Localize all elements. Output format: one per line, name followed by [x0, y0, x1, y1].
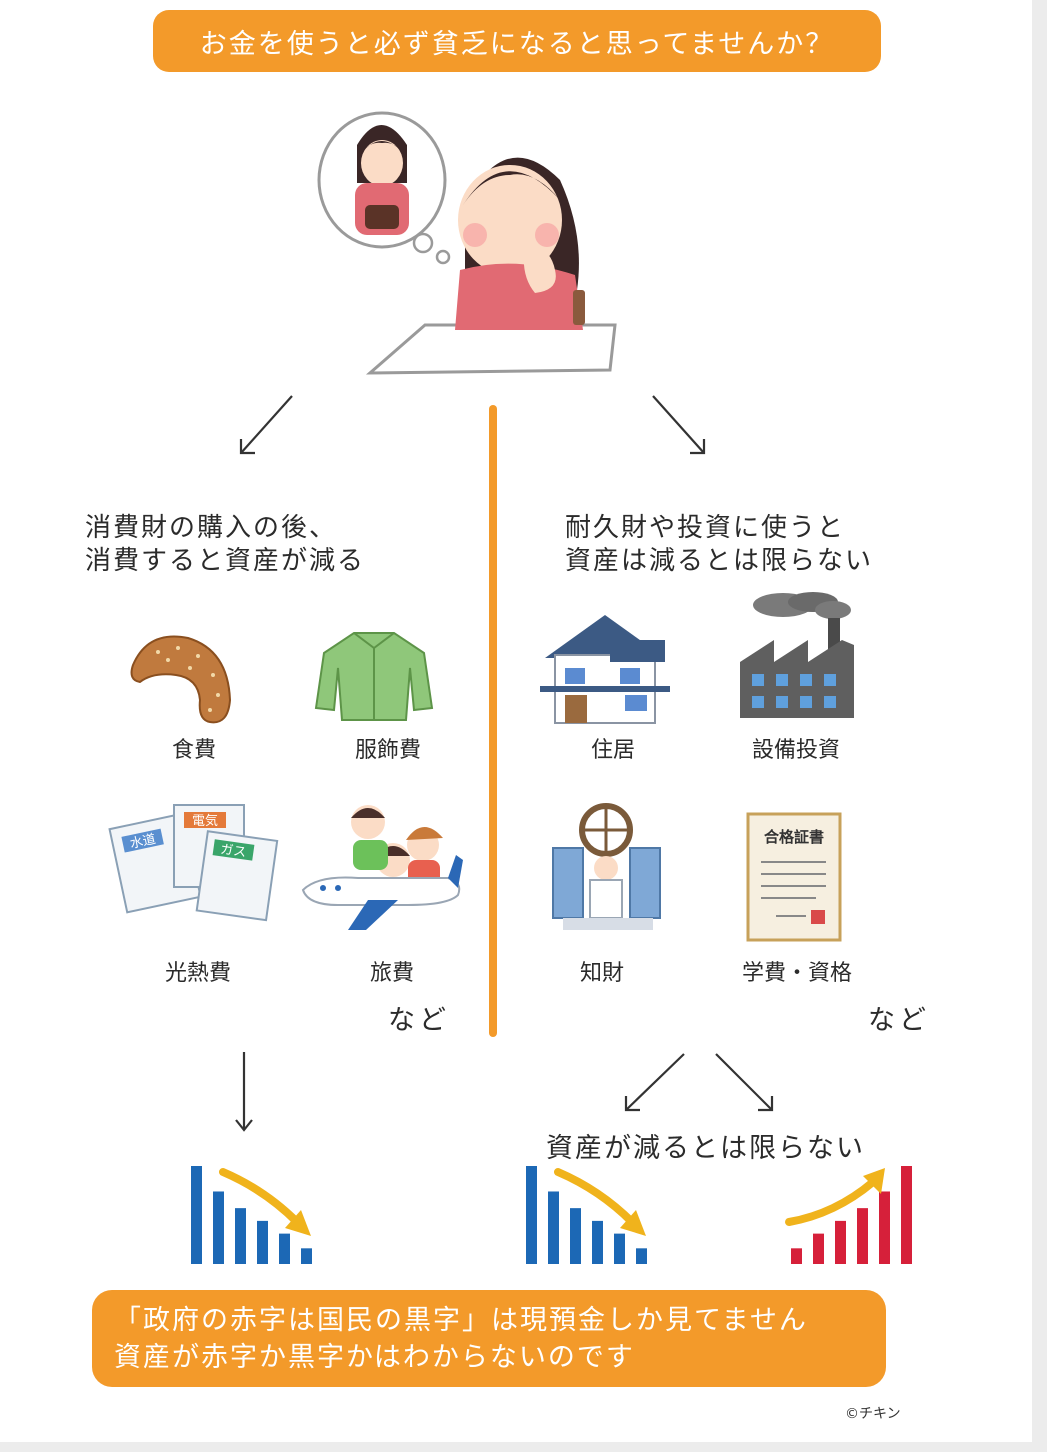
- chart-bar: [791, 1248, 802, 1264]
- shirt-icon: [314, 632, 434, 721]
- bill-label-water: 水道: [129, 832, 158, 852]
- chart-bar: [279, 1233, 290, 1264]
- chart-bar: [301, 1248, 312, 1264]
- trend-arrow-head: [620, 1210, 646, 1236]
- right-gutter: [1032, 0, 1047, 1452]
- factory-icon: [740, 592, 854, 718]
- chart-bar: [813, 1233, 824, 1264]
- item-label-food: 食費: [171, 738, 216, 763]
- utility-bills-icon: 水道 電気 ガス: [108, 804, 279, 922]
- right-heading: 耐久財や投資に使うと 資産は減るとは限らない: [565, 512, 873, 578]
- bottom-banner-line-1: 「政府の赤字は国民の黒字」は現預金しか見てません: [114, 1305, 808, 1336]
- chart-bar: [901, 1166, 912, 1264]
- item-label-utilities: 光熱費: [164, 961, 231, 986]
- certificate-title: 合格証書: [763, 828, 824, 846]
- left-heading: 消費財の購入の後、 消費すると資産が減る: [85, 512, 365, 578]
- item-label-housing: 住居: [590, 738, 635, 763]
- arrow-right-split-left: [624, 1053, 685, 1112]
- item-label-clothing: 服飾費: [354, 738, 421, 763]
- trend-arrow-head: [285, 1210, 311, 1236]
- bar-chart-increase: [785, 1166, 912, 1264]
- chart-bar: [636, 1248, 647, 1264]
- top-banner: お金を使うと必ず貧乏になると思ってませんか？: [153, 10, 881, 72]
- item-label-education: 学費・資格: [741, 961, 852, 986]
- copyright-text: ©チキン: [845, 1406, 901, 1422]
- ip-lab-icon: [552, 803, 661, 930]
- trend-arrow-line: [219, 1168, 301, 1226]
- chart-bar: [592, 1220, 603, 1264]
- chart-bar: [191, 1166, 202, 1264]
- chart-bar: [526, 1166, 537, 1264]
- top-banner-text: お金を使うと必ず貧乏になると思ってませんか？: [199, 28, 835, 60]
- thinking-woman-illustration: [317, 111, 617, 375]
- left-etc: など: [388, 1005, 450, 1036]
- chart-bar: [857, 1208, 868, 1264]
- trend-arrow-line: [785, 1178, 877, 1226]
- left-heading-line-1: 消費財の購入の後、: [85, 513, 338, 543]
- chart-bar: [835, 1220, 846, 1264]
- chart-bar: [570, 1208, 581, 1264]
- arrow-left-down: [235, 1052, 253, 1132]
- bar-chart-decrease-left: [191, 1166, 312, 1264]
- certificate-icon: 合格証書: [746, 812, 842, 942]
- right-etc: など: [868, 1005, 930, 1036]
- bill-label-electric: 電気: [192, 813, 218, 829]
- center-divider: [489, 405, 497, 1037]
- chart-bar: [257, 1220, 268, 1264]
- bill-label-gas: ガス: [219, 842, 247, 860]
- bottom-banner-line-2: 資産が赤字か黒字かはわからないのです: [114, 1342, 635, 1373]
- croissant-icon: [130, 635, 232, 724]
- trend-arrow-line: [554, 1168, 636, 1226]
- chart-bar: [879, 1191, 890, 1264]
- right-heading-line-2: 資産は減るとは限らない: [565, 546, 874, 576]
- item-label-travel: 旅費: [369, 961, 414, 986]
- item-label-capital-investment: 設備投資: [751, 738, 840, 763]
- chart-bar: [213, 1191, 224, 1264]
- left-heading-line-2: 消費すると資産が減る: [85, 546, 366, 576]
- chart-bar: [548, 1191, 559, 1264]
- arrow-left-branch: [239, 395, 293, 455]
- right-heading-line-1: 耐久財や投資に使うと: [565, 513, 846, 543]
- bottom-banner: 「政府の赤字は国民の黒字」は現預金しか見てません 資産が赤字か黒字かはわからない…: [92, 1290, 886, 1387]
- bar-chart-decrease-right: [526, 1166, 647, 1264]
- bottom-gutter: [0, 1442, 1047, 1452]
- item-label-ip: 知財: [579, 961, 624, 986]
- travel-airplane-icon: [301, 805, 463, 930]
- house-icon: [540, 615, 670, 724]
- arrow-right-branch: [652, 395, 706, 455]
- result-text: 資産が減るとは限らない: [546, 1133, 865, 1164]
- chart-bar: [614, 1233, 625, 1264]
- arrow-right-split-right: [715, 1053, 774, 1112]
- trend-arrow-head: [863, 1168, 885, 1194]
- chart-bar: [235, 1208, 246, 1264]
